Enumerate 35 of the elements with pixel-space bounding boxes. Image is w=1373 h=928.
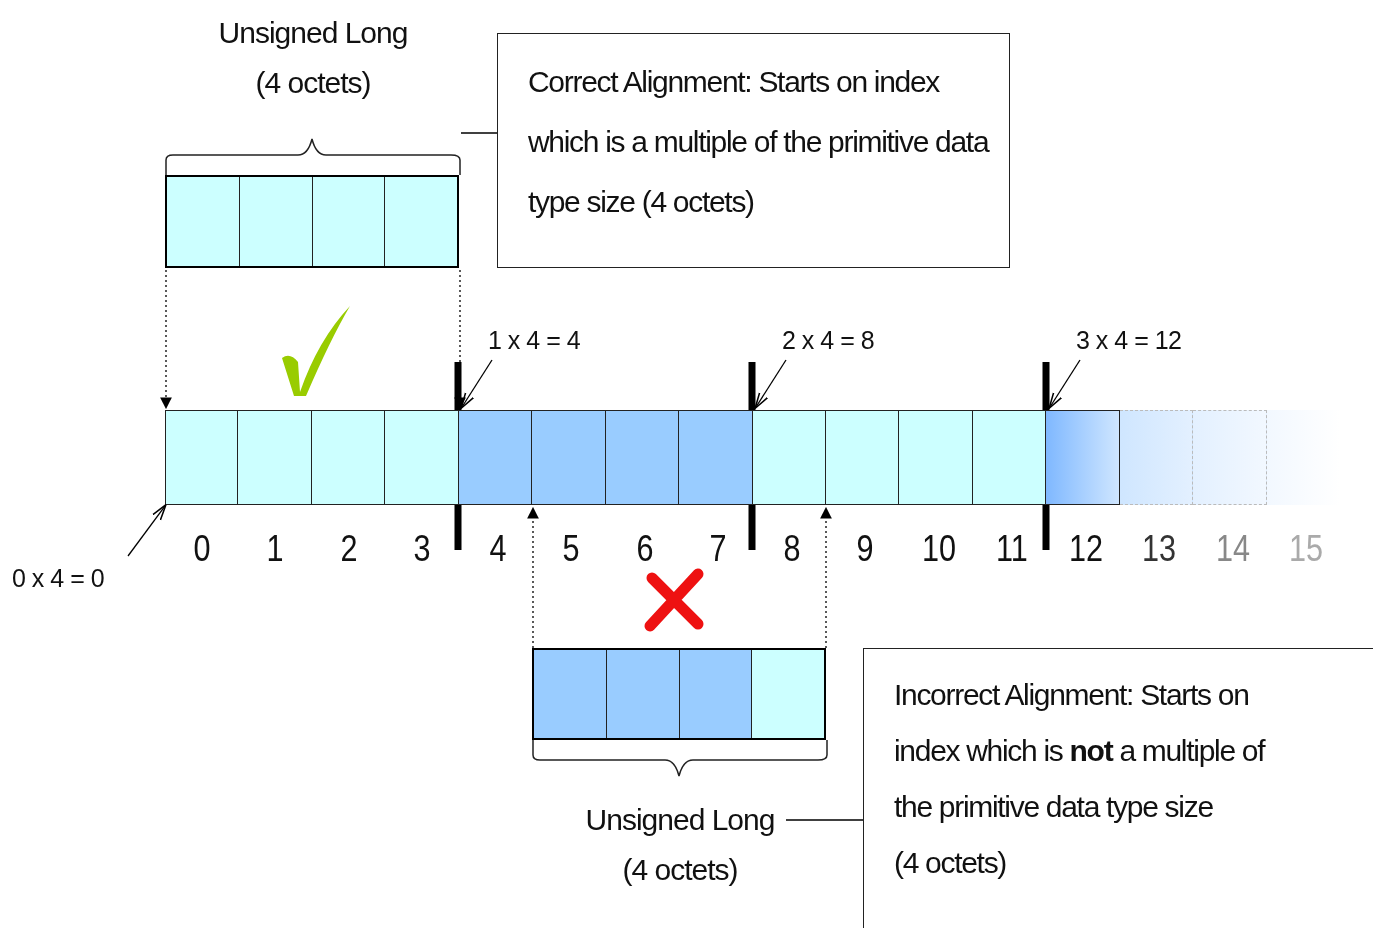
dotted-arrow <box>527 506 539 649</box>
brace-label: Unsigned Long (4 octets) <box>584 802 776 888</box>
index-number: 7 <box>708 527 728 571</box>
dotted-arrow <box>160 269 172 410</box>
callout-box <box>497 33 1010 268</box>
brace-label: Unsigned Long (4 octets) <box>217 15 409 101</box>
callout-text: Incorrect Alignment: Starts on index which is not a multiple of the primitive data type size (4 octets) <box>894 677 1266 881</box>
calculation-label: 3 x 4 = 12 <box>1076 325 1183 356</box>
index-number: 3 <box>412 527 432 571</box>
index-number: 2 <box>339 527 359 571</box>
arrow <box>1048 359 1081 410</box>
index-number: 0 <box>192 527 212 571</box>
calculation-label: 0 x 4 = 0 <box>12 563 106 594</box>
index-number: 1 <box>265 527 285 571</box>
index-number: 12 <box>1067 527 1104 571</box>
callout-box <box>863 648 1373 928</box>
calculation-label: 2 x 4 = 8 <box>782 325 876 356</box>
index-number: 10 <box>920 527 957 571</box>
index-number: 5 <box>561 527 581 571</box>
index-number: 13 <box>1141 527 1178 571</box>
leader-line <box>460 132 498 134</box>
index-number: 9 <box>855 527 875 571</box>
leader-line <box>785 819 864 821</box>
callout-text: Correct Alignment: Starts on index which is a multiple of the primitive data type size (4 octets) <box>528 64 990 220</box>
index-number: 15 <box>1288 527 1325 571</box>
dotted-arrow <box>820 506 832 649</box>
calculation-label: 1 x 4 = 4 <box>488 325 582 356</box>
index-number: 4 <box>488 527 508 571</box>
index-number: 11 <box>995 527 1030 571</box>
index-number: 6 <box>635 527 655 571</box>
index-number: 14 <box>1214 527 1251 571</box>
arrow <box>460 359 493 410</box>
arrow <box>754 359 787 410</box>
index-number: 8 <box>782 527 802 571</box>
arrow <box>127 503 167 557</box>
